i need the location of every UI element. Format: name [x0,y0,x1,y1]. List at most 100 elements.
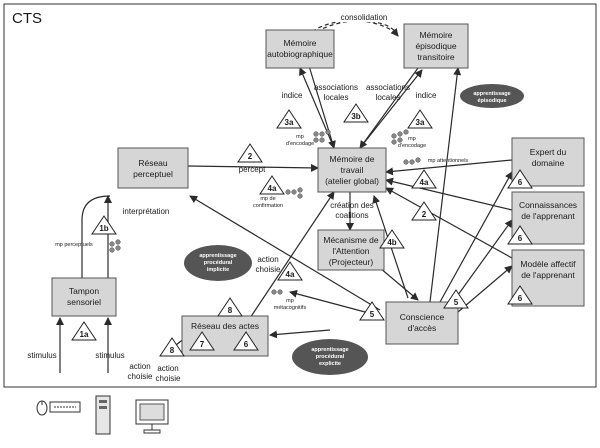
diagram-title: CTS [12,10,42,27]
mouse-keyboard-icon [36,400,81,416]
svg-text:4b: 4b [387,238,396,247]
svg-text:6: 6 [518,178,523,187]
oval-apprentissage-implicite: apprentissage procédural implicite [184,245,252,281]
svg-text:Réseau des actes: Réseau des actes [191,321,259,331]
action-choisie-bl2-2: choisie [156,374,181,383]
consolidation-label: consolidation [341,13,388,22]
action-choisie-mid-2: choisie [256,265,281,274]
reseau-perceptuel-box: Réseau perceptuel [117,147,189,189]
svg-text:Mémoire: Mémoire [419,30,452,40]
memoire-episodique-box: Mémoire épisodique transitoire [403,23,469,69]
svg-text:2: 2 [422,210,427,219]
assoc-right-line2: locales [376,93,401,102]
cts-frame [3,3,597,388]
svg-text:travail: travail [341,165,364,175]
svg-text:domaine: domaine [532,158,565,168]
connections [56,55,513,373]
oval-apprentissage-episodique: apprentissage épisodique [460,84,524,108]
mp-confirmation-1: mp de [260,196,275,202]
svg-text:(Projecteur): (Projecteur) [329,257,374,267]
triangles: 3a 3b 3a 2 1b 4a 4a 2 4b 4a 5 5 6 6 6 1a… [71,103,533,357]
svg-text:Modèle affectif: Modèle affectif [520,259,576,269]
mp-confirmation-2: confirmation [253,203,283,209]
creation-line2: coalitions [335,211,368,220]
action-choisie-bl2-1: action [157,364,178,373]
stimulus-right-label: stimulus [95,351,124,360]
mp-attentionnels-label: mp attentionnels [428,158,469,164]
conscience-acces-box: Conscience d'accès [385,301,459,345]
svg-text:8: 8 [228,306,233,315]
computer-tower-icon [95,395,111,435]
action-choisie-bl1-1: action [129,362,150,371]
svg-text:d'accès: d'accès [408,323,437,333]
svg-text:Tampon: Tampon [69,286,100,296]
mp-metacognitifs-2: métacognitifs [274,305,307,311]
svg-text:4a: 4a [268,184,277,193]
svg-text:apprentissage: apprentissage [473,91,510,97]
mp-encodage-right-2: d'encodage [398,143,426,149]
svg-text:apprentissage: apprentissage [311,347,348,353]
svg-text:perceptuel: perceptuel [133,169,173,179]
memoire-autobiographique-box: Mémoire autobiographique [265,29,335,69]
tampon-sensoriel-box: Tampon sensoriel [51,277,117,317]
svg-text:épisodique: épisodique [477,98,506,104]
svg-text:Mémoire: Mémoire [283,38,316,48]
svg-text:procédural: procédural [204,260,233,266]
action-choisie-mid-1: action [257,255,278,264]
mp-metacognitifs-1: mp [286,298,294,304]
svg-text:1b: 1b [99,224,108,233]
svg-text:Expert du: Expert du [530,147,567,157]
svg-text:7: 7 [200,340,205,349]
svg-text:procédural: procédural [316,354,345,360]
assoc-left-line2: locales [324,93,349,102]
svg-text:6: 6 [244,340,249,349]
percept-label: percept [239,165,266,174]
svg-text:3b: 3b [351,112,360,121]
assoc-right-line1: associations [366,83,410,92]
indice-right-label: indice [416,91,437,100]
mp-encodage-left-1: mp [296,134,304,140]
svg-text:3a: 3a [416,118,425,127]
svg-text:Mécanisme de: Mécanisme de [323,235,379,245]
svg-text:4a: 4a [420,178,429,187]
svg-text:de l'apprenant: de l'apprenant [521,211,575,221]
svg-text:Réseau: Réseau [138,158,168,168]
svg-text:1a: 1a [80,330,89,339]
svg-text:(atelier global): (atelier global) [325,176,379,186]
svg-text:3a: 3a [285,118,294,127]
mp-encodage-right-1: mp [408,136,416,142]
svg-text:apprentissage: apprentissage [199,253,236,259]
interpretation-label: interprétation [123,207,170,216]
action-choisie-bl1-2: choisie [128,372,153,381]
mp-perceptuels-label: mp perceptuels [55,242,93,248]
svg-text:sensoriel: sensoriel [67,297,101,307]
svg-text:de l'apprenant: de l'apprenant [521,270,575,280]
svg-text:Mémoire de: Mémoire de [330,154,375,164]
svg-text:4a: 4a [286,270,295,279]
svg-text:Connaissances: Connaissances [519,200,577,210]
mp-dots [109,129,421,295]
svg-text:5: 5 [370,310,375,319]
svg-text:explicite: explicite [319,361,341,367]
svg-text:2: 2 [248,152,253,161]
indice-left-label: indice [282,91,303,100]
mp-encodage-left-2: d'encodage [286,141,314,147]
assoc-left-line1: associations [314,83,358,92]
memoire-travail-box: Mémoire de travail (atelier global) [317,147,387,193]
creation-line1: création des [330,201,374,210]
svg-text:implicite: implicite [207,267,229,273]
svg-text:autobiographique: autobiographique [267,49,333,59]
svg-text:Conscience: Conscience [400,312,445,322]
svg-text:6: 6 [518,294,523,303]
svg-text:transitoire: transitoire [417,52,455,62]
svg-text:6: 6 [518,234,523,243]
svg-text:épisodique: épisodique [415,41,456,51]
stimulus-left-label: stimulus [27,351,56,360]
svg-text:8: 8 [170,346,175,355]
oval-apprentissage-explicite: apprentissage procédural explicite [292,339,368,375]
svg-text:l'Attention: l'Attention [332,246,369,256]
mecanisme-attention-box: Mécanisme de l'Attention (Projecteur) [317,229,385,271]
monitor-icon [135,399,169,434]
svg-text:5: 5 [454,298,459,307]
